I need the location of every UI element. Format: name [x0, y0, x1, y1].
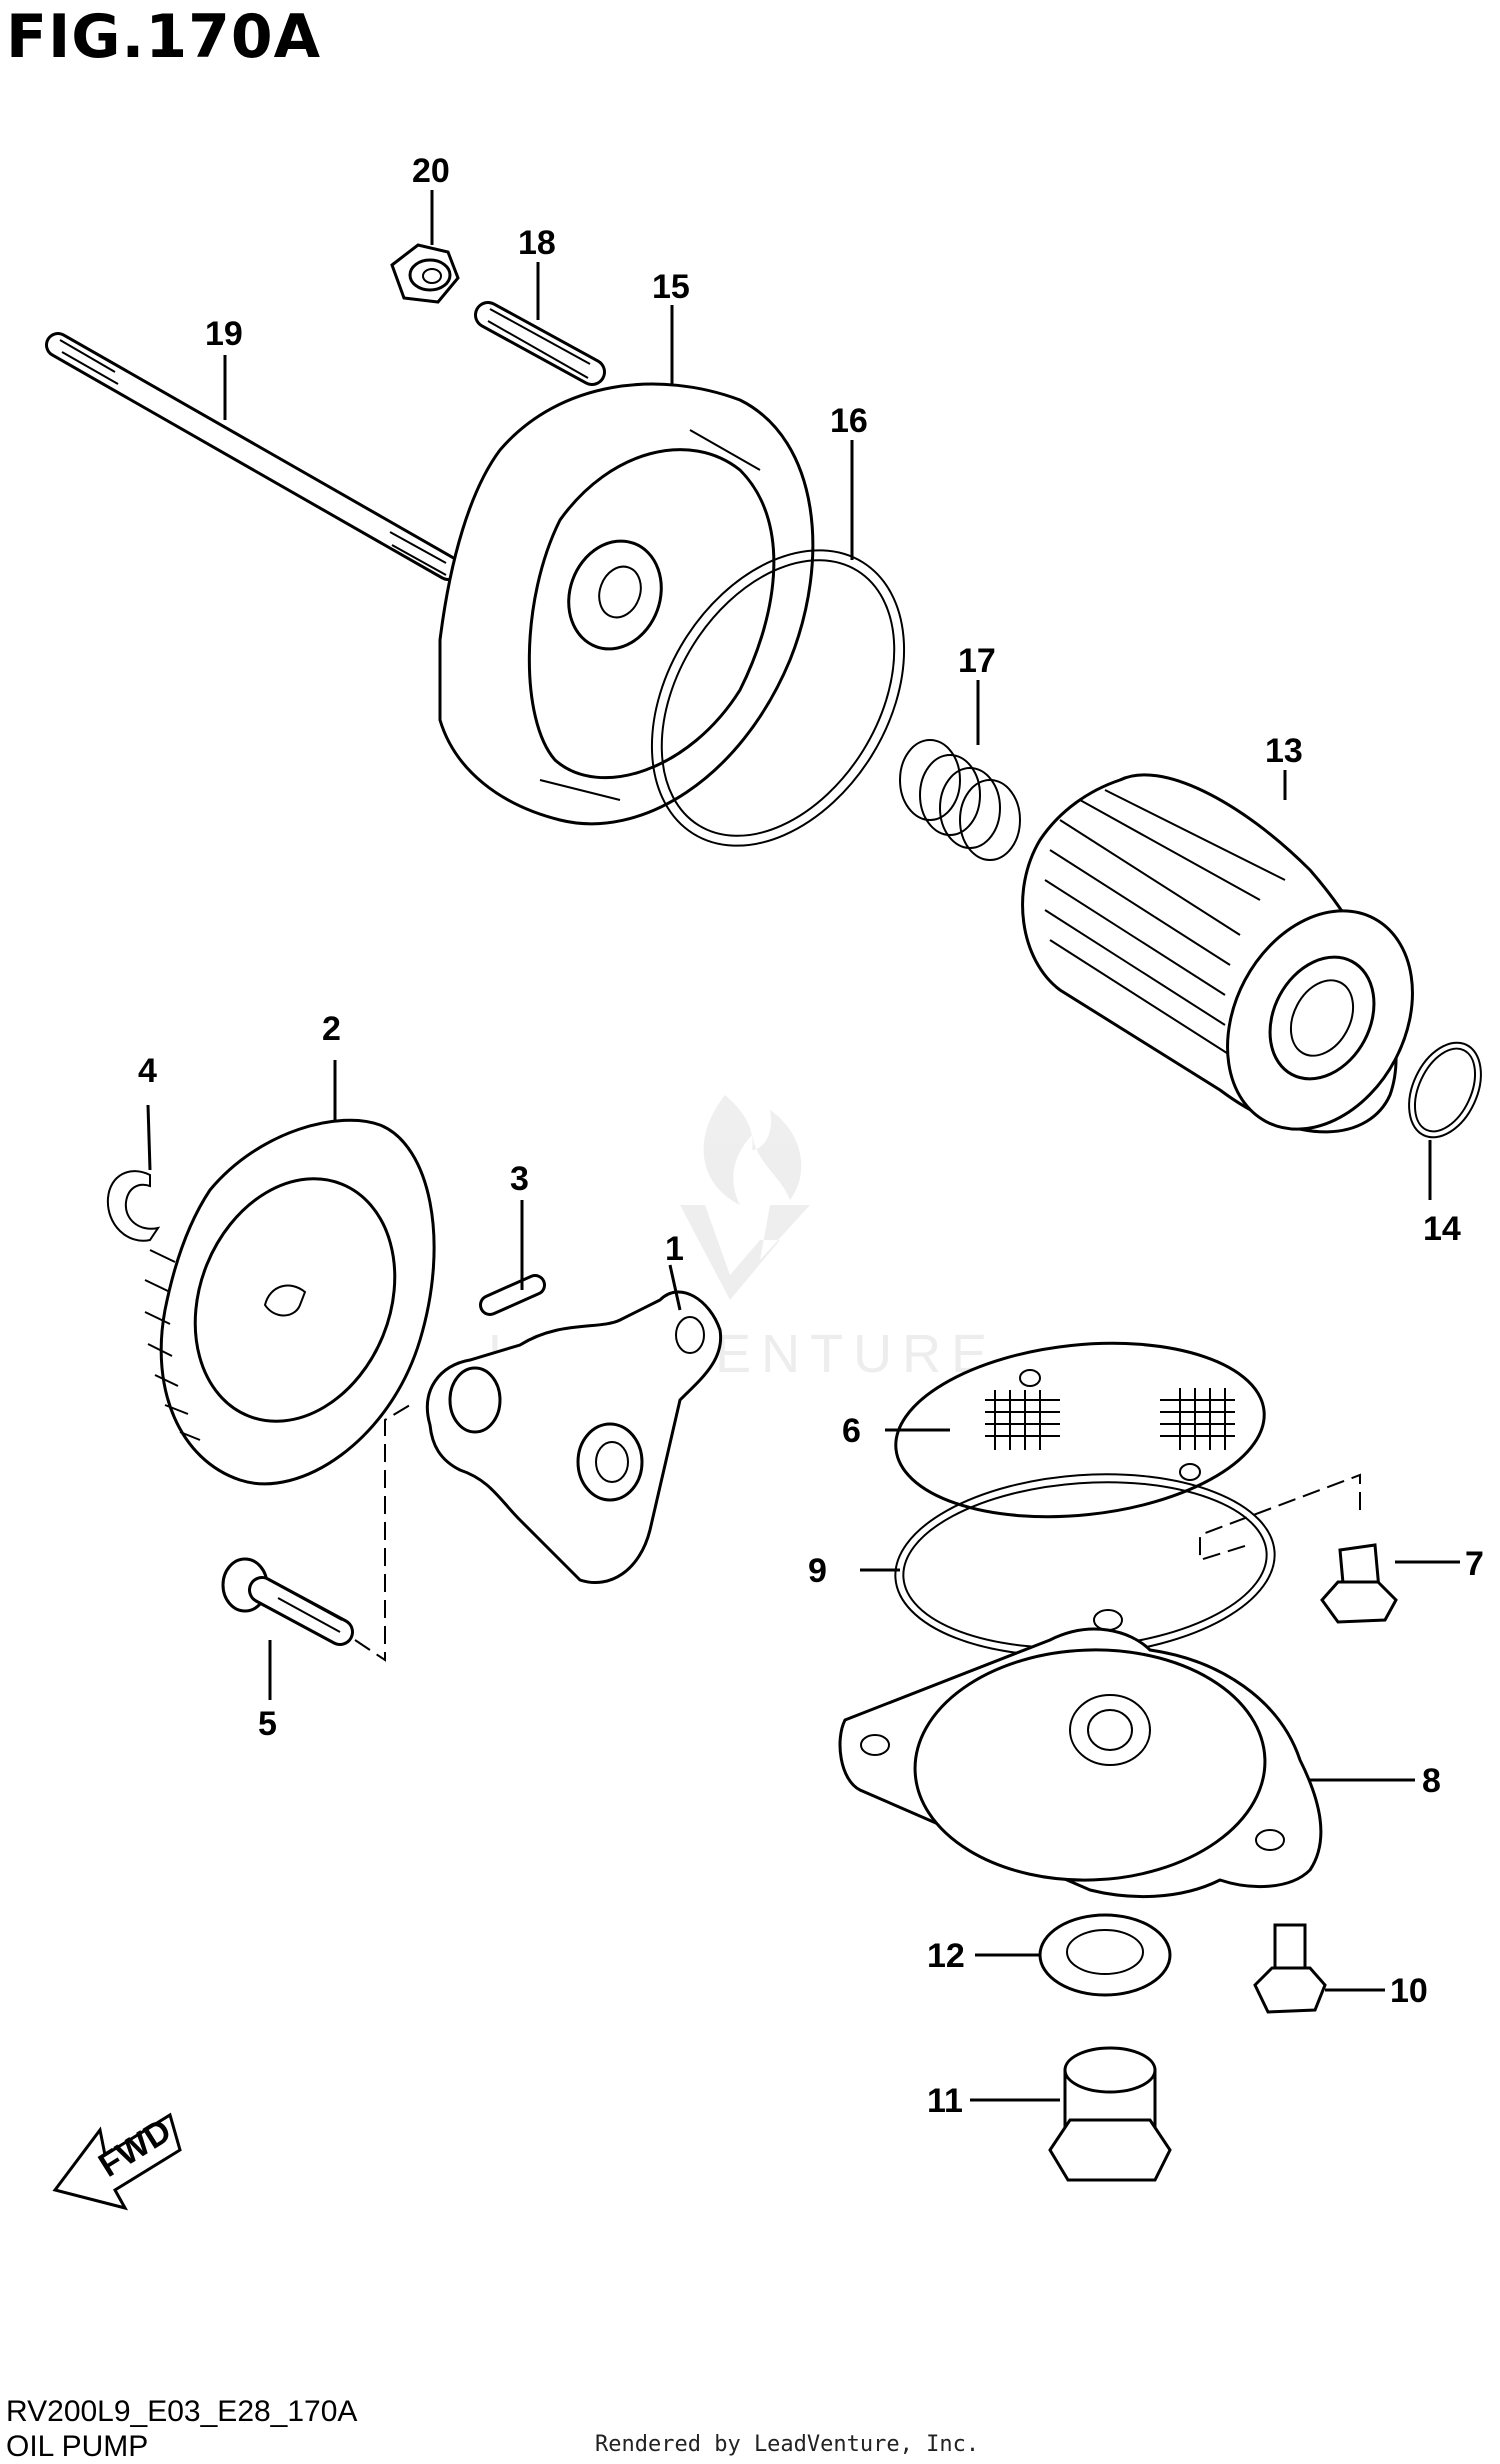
callout-15: 15: [652, 268, 690, 306]
part-13-oil-filter[interactable]: [1021, 773, 1449, 1162]
leader-lines: [146, 190, 1460, 2102]
figure-title: FIG.170A: [6, 2, 322, 72]
rendered-by-credit: Rendered by LeadVenture, Inc.: [595, 2432, 980, 2457]
part-3-pin[interactable]: [479, 1274, 546, 1316]
callout-6: 6: [842, 1412, 861, 1450]
callout-18: 18: [518, 224, 556, 262]
part-6-oil-strainer[interactable]: [887, 1326, 1273, 1534]
part-16-o-ring[interactable]: [600, 504, 956, 892]
callout-16: 16: [830, 402, 868, 440]
part-5-bolt[interactable]: [221, 1557, 354, 1646]
diagram-name: OIL PUMP: [6, 2430, 149, 2463]
part-1-oil-pump-body[interactable]: [425, 1290, 723, 1585]
part-7-alignment-line: [1199, 1473, 1361, 1562]
callout-8: 8: [1422, 1762, 1441, 1800]
part-11-drain-plug[interactable]: [1048, 2046, 1172, 2182]
callout-20: 20: [412, 152, 450, 190]
part-14-o-ring[interactable]: [1395, 1031, 1495, 1149]
callout-2: 2: [322, 1010, 341, 1048]
callout-3: 3: [510, 1160, 529, 1198]
callout-4: 4: [138, 1052, 157, 1090]
fwd-arrow-icon: FWD: [52, 2112, 182, 2211]
callout-1: 1: [665, 1230, 684, 1268]
part-20-nut[interactable]: [390, 243, 460, 304]
callout-14: 14: [1423, 1210, 1461, 1248]
callout-numbers: 1 2 3 4 5 6 7 8 9 10 11 12 13 14 15 16 1…: [138, 152, 1484, 2120]
diagram-code: RV200L9_E03_E28_170A: [6, 2395, 358, 2428]
part-15-filter-cap[interactable]: [438, 382, 815, 826]
part-8-oil-pan[interactable]: [838, 1609, 1323, 1899]
callout-17: 17: [958, 642, 996, 680]
callout-10: 10: [1390, 1972, 1428, 2010]
part-2-driven-gear[interactable]: [144, 1118, 436, 1486]
part-17-spring[interactable]: [899, 739, 1021, 861]
callout-9: 9: [808, 1552, 827, 1590]
callout-11: 11: [927, 2082, 963, 2120]
callout-19: 19: [205, 315, 243, 353]
part-12-gasket[interactable]: [1038, 1913, 1172, 1997]
part-19-stud[interactable]: [45, 332, 461, 581]
part-5-alignment-line: [354, 1404, 411, 1662]
part-4-e-ring[interactable]: [106, 1170, 161, 1242]
callout-5: 5: [258, 1705, 277, 1743]
callout-12: 12: [927, 1937, 965, 1975]
part-10-bolt[interactable]: [1253, 1923, 1327, 2014]
part-7-bolt[interactable]: [1320, 1543, 1398, 1624]
callout-13: 13: [1265, 732, 1303, 770]
callout-7: 7: [1465, 1545, 1484, 1583]
part-18-stud[interactable]: [474, 301, 606, 386]
